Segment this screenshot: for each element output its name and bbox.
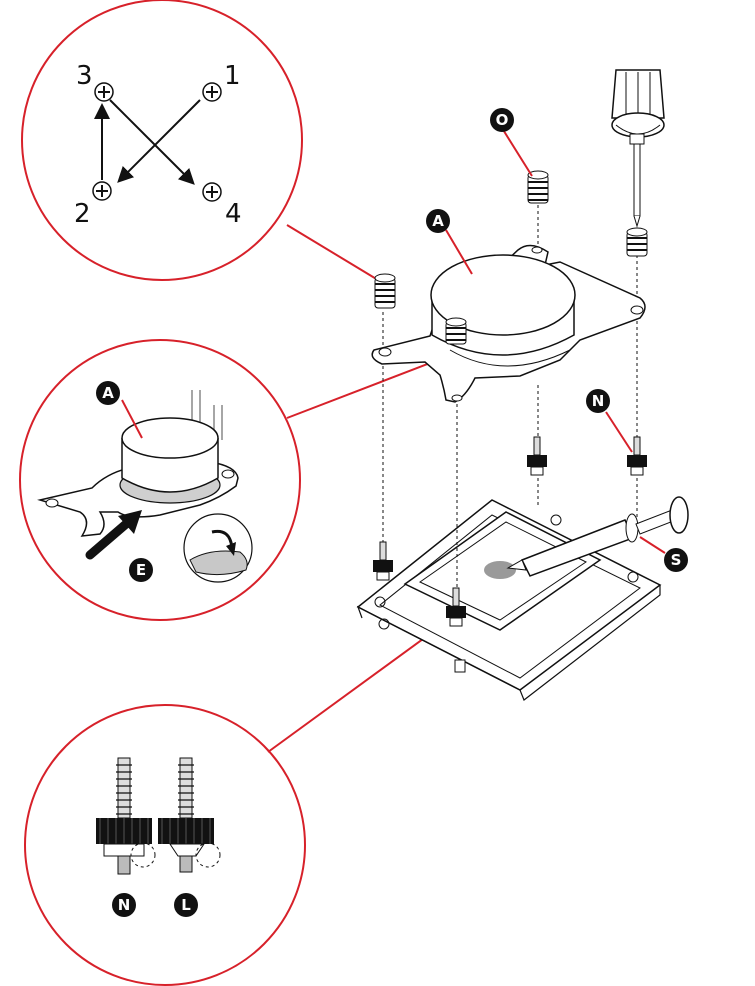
screw-icon: [95, 83, 113, 101]
standoff-icon: [627, 437, 647, 475]
screw-icon: [446, 318, 466, 344]
screw-icon: [203, 83, 221, 101]
svg-text:E: E: [136, 561, 146, 579]
screw-number-2: 2: [74, 199, 91, 229]
svg-text:N: N: [592, 392, 605, 410]
screw-icon: [93, 182, 111, 200]
screwdriver-icon: [612, 70, 664, 226]
screw-number-3: 3: [76, 61, 93, 91]
svg-text:O: O: [496, 111, 509, 129]
standoff-callout: [25, 612, 460, 985]
screw-icon: [375, 274, 395, 308]
badge-e: E: [129, 558, 153, 582]
badge-a-main: A: [426, 209, 450, 233]
screw-icon: [203, 183, 221, 201]
badge-n-detail: N: [112, 893, 136, 917]
badge-o: O: [490, 108, 514, 132]
screw-number-4: 4: [225, 199, 242, 229]
badge-l-detail: L: [174, 893, 198, 917]
badge-n-main: N: [586, 389, 610, 413]
screw-order-callout: 3 1 2 4: [22, 0, 378, 280]
svg-text:L: L: [181, 896, 191, 914]
svg-text:S: S: [671, 551, 682, 569]
svg-text:N: N: [118, 896, 131, 914]
standoff-icon: [373, 542, 393, 580]
screw-number-1: 1: [224, 61, 241, 91]
standoff-icon: [527, 437, 547, 475]
svg-text:A: A: [102, 384, 114, 402]
svg-text:A: A: [432, 212, 444, 230]
badge-a-detail: A: [96, 381, 120, 405]
screw-icon: [627, 228, 647, 256]
badge-s: S: [664, 548, 688, 572]
water-block: [372, 245, 645, 402]
